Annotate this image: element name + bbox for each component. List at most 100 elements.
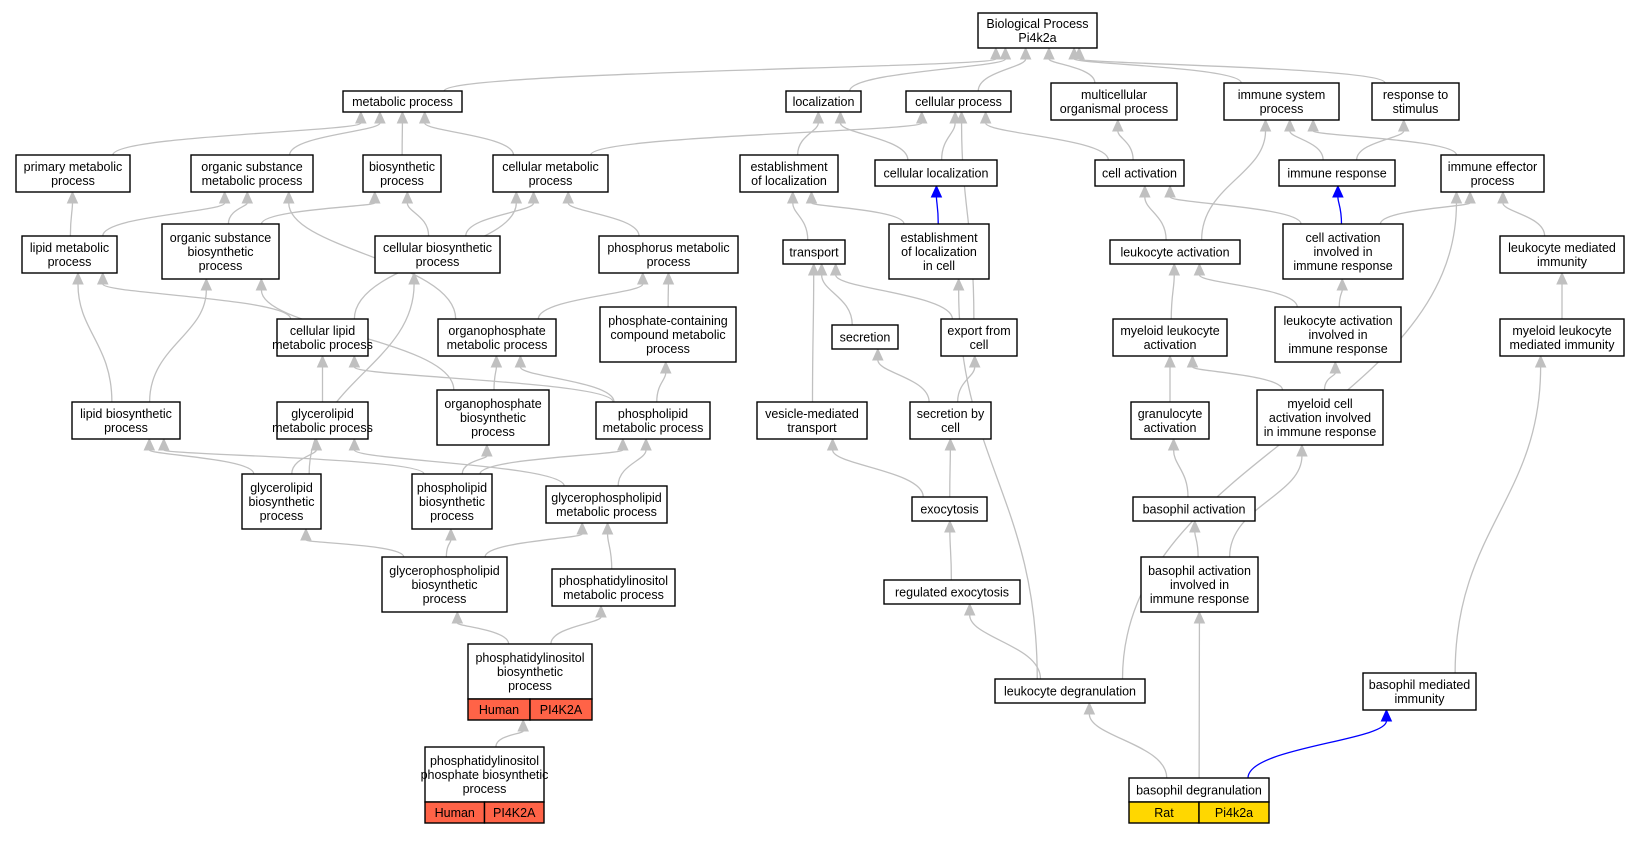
go-term-label-line: process <box>508 679 552 693</box>
arrowhead <box>1497 190 1509 204</box>
go-term-label-line: phospholipid <box>618 407 688 421</box>
go-term-label-line: metabolic process <box>202 174 303 188</box>
is-a-edge <box>461 443 493 475</box>
edge-line <box>102 202 226 237</box>
is-a-edge <box>1083 701 1168 779</box>
arrowhead <box>1284 118 1296 132</box>
go-term-label-line: metabolic process <box>447 338 548 352</box>
go-term-node: localization <box>785 90 862 113</box>
go-term-label-line: biosynthetic <box>187 245 253 259</box>
edge-line <box>606 533 613 570</box>
arrowhead <box>834 110 847 124</box>
edge-line <box>1228 455 1303 558</box>
go-term-label-line: vesicle-mediated <box>765 407 859 421</box>
go-term-label-line: metabolic process <box>603 421 704 435</box>
is-a-edge <box>1228 443 1308 558</box>
arrowhead <box>401 190 414 204</box>
go-term-label-line: immunity <box>1537 255 1588 269</box>
arrowhead <box>662 271 675 285</box>
go-term-label-line: organismal process <box>1060 102 1168 116</box>
go-term-box <box>1109 239 1241 265</box>
arrowhead <box>1193 262 1206 276</box>
arrowhead <box>1534 354 1547 368</box>
go-term-label-line: secretion <box>840 331 891 345</box>
edge-line <box>796 122 819 156</box>
go-term-label-line: immune response <box>1287 167 1386 181</box>
is-a-edge <box>1307 118 1458 156</box>
edge-layer <box>66 46 1568 779</box>
arrowhead <box>955 110 968 124</box>
arrowhead <box>481 443 493 457</box>
is-a-edge <box>1336 277 1349 308</box>
is-a-edge <box>418 110 515 156</box>
is-a-edge <box>796 110 825 156</box>
go-term-label-line: secretion by <box>917 407 985 421</box>
go-term-node: phosphatidylinositolbiosyntheticprocessH… <box>467 643 593 721</box>
is-a-edge <box>537 271 649 320</box>
arrowhead <box>815 262 828 276</box>
is-a-edge <box>805 190 905 225</box>
go-term-label-line: cellular metabolic <box>502 160 599 174</box>
edge-line <box>1191 366 1284 391</box>
go-term-box <box>940 318 1018 357</box>
is-a-edge <box>562 190 640 237</box>
is-a-edge <box>1068 46 1242 84</box>
arrowhead <box>1296 443 1308 457</box>
is-a-edge <box>601 521 614 570</box>
go-term-label-line: phospholipid <box>417 481 487 495</box>
arrowhead <box>1193 610 1206 624</box>
go-term-label-line: phosphatidylinositol <box>559 574 668 588</box>
go-term-label-line: biosynthetic <box>411 578 477 592</box>
go-term-label-line: process <box>423 592 467 606</box>
is-a-edge <box>112 110 367 156</box>
is-a-edge <box>849 46 1012 92</box>
go-term-box <box>241 473 322 530</box>
species-label: Rat <box>1154 806 1174 820</box>
edge-line <box>443 58 997 92</box>
arrowhead <box>963 602 976 616</box>
is-a-edge <box>829 262 954 320</box>
arrowhead <box>451 610 464 624</box>
go-term-box <box>1274 306 1402 363</box>
is-a-edge <box>617 437 652 487</box>
go-term-label-line: glycerophospholipid <box>551 491 662 505</box>
is-a-edge <box>308 271 420 475</box>
edge-line <box>1078 58 1386 84</box>
arrowhead <box>1043 46 1055 60</box>
go-term-label-line: myeloid leukocyte <box>1512 324 1611 338</box>
is-a-edge <box>300 527 405 558</box>
go-term-label-line: phosphatidylinositol <box>430 754 539 768</box>
edge-line <box>102 283 292 320</box>
is-a-edge <box>1164 184 1302 225</box>
arrowhead <box>617 437 629 451</box>
is-a-edge <box>1323 360 1342 391</box>
is-a-edge <box>956 354 981 403</box>
edge-line <box>493 366 498 391</box>
arrowhead <box>807 262 820 276</box>
go-term-label-line: exocytosis <box>920 503 978 517</box>
go-term-box <box>1440 154 1545 193</box>
go-term-label-line: in cell <box>923 259 955 273</box>
is-a-edge <box>1139 184 1167 241</box>
arrowhead <box>96 271 109 285</box>
arrowhead <box>944 437 957 451</box>
go-term-label-line: lipid biosynthetic <box>80 407 172 421</box>
arrowhead <box>1019 46 1032 60</box>
go-term-label-line: mediated immunity <box>1510 338 1616 352</box>
edge-line <box>291 449 317 475</box>
go-term-label-line: phosphatidylinositol <box>475 651 584 665</box>
is-a-edge <box>979 110 1109 161</box>
arrowhead <box>1112 118 1124 132</box>
arrowhead <box>1189 519 1201 533</box>
go-term-label-line: regulated exocytosis <box>895 586 1009 600</box>
